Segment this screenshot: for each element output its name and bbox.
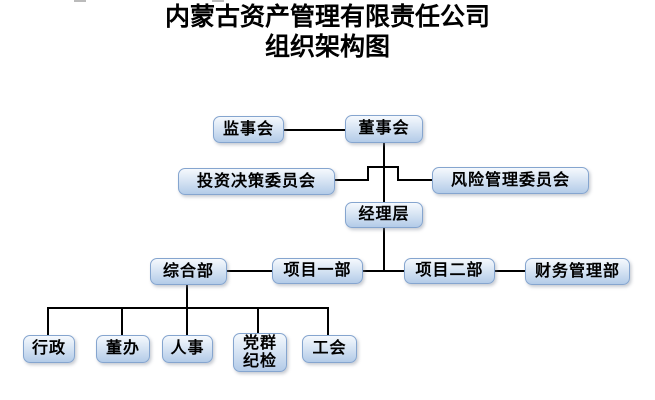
- node-supervisory-board: 监事会: [213, 116, 284, 143]
- connector-risk-elbow-v: [397, 166, 399, 181]
- node-project-dept-2: 项目二部: [404, 258, 495, 284]
- connector-investment-elbow-h1: [335, 179, 369, 181]
- node-general-dept: 综合部: [150, 258, 227, 285]
- node-project-dept-1: 项目一部: [272, 258, 363, 284]
- connector-stub-administration: [47, 309, 49, 335]
- chart-title: 内蒙古资产管理有限责任公司 组织架构图: [0, 3, 655, 63]
- connector-risk-elbow-h2: [397, 179, 433, 181]
- node-risk-committee: 风险管理委员会: [432, 167, 589, 194]
- connector-risk-elbow-h1: [385, 166, 399, 168]
- node-board-office: 董办: [96, 335, 150, 363]
- chart-title-line1: 内蒙古资产管理有限责任公司: [164, 4, 490, 31]
- connector-investment-elbow-v: [367, 166, 369, 181]
- connector-investment-elbow-h2: [367, 166, 385, 168]
- node-party-discipline: 党群 纪检: [233, 333, 287, 372]
- connector-bottom-spine: [47, 307, 329, 309]
- node-hr: 人事: [162, 335, 213, 363]
- connector-stub-board-office: [121, 309, 123, 335]
- connector-dept-spine: [220, 270, 532, 272]
- node-administration: 行政: [23, 335, 75, 363]
- top-edge-artifact: [74, 0, 86, 2]
- connector-stub-party-discipline: [257, 309, 259, 333]
- node-investment-committee: 投资决策委员会: [178, 168, 335, 195]
- node-finance-dept: 财务管理部: [525, 258, 630, 285]
- node-management-layer: 经理层: [345, 202, 423, 228]
- connector-supervisory-board: [284, 129, 345, 131]
- chart-title-line2: 组织架构图: [264, 34, 390, 61]
- connector-management-depts: [383, 228, 385, 272]
- top-edge-artifact: [212, 0, 224, 2]
- node-board-of-directors: 董事会: [345, 115, 423, 143]
- connector-stub-labor-union: [327, 309, 329, 335]
- node-labor-union: 工会: [302, 335, 357, 363]
- connector-general-dept-down: [186, 285, 188, 335]
- connector-board-management: [383, 142, 385, 203]
